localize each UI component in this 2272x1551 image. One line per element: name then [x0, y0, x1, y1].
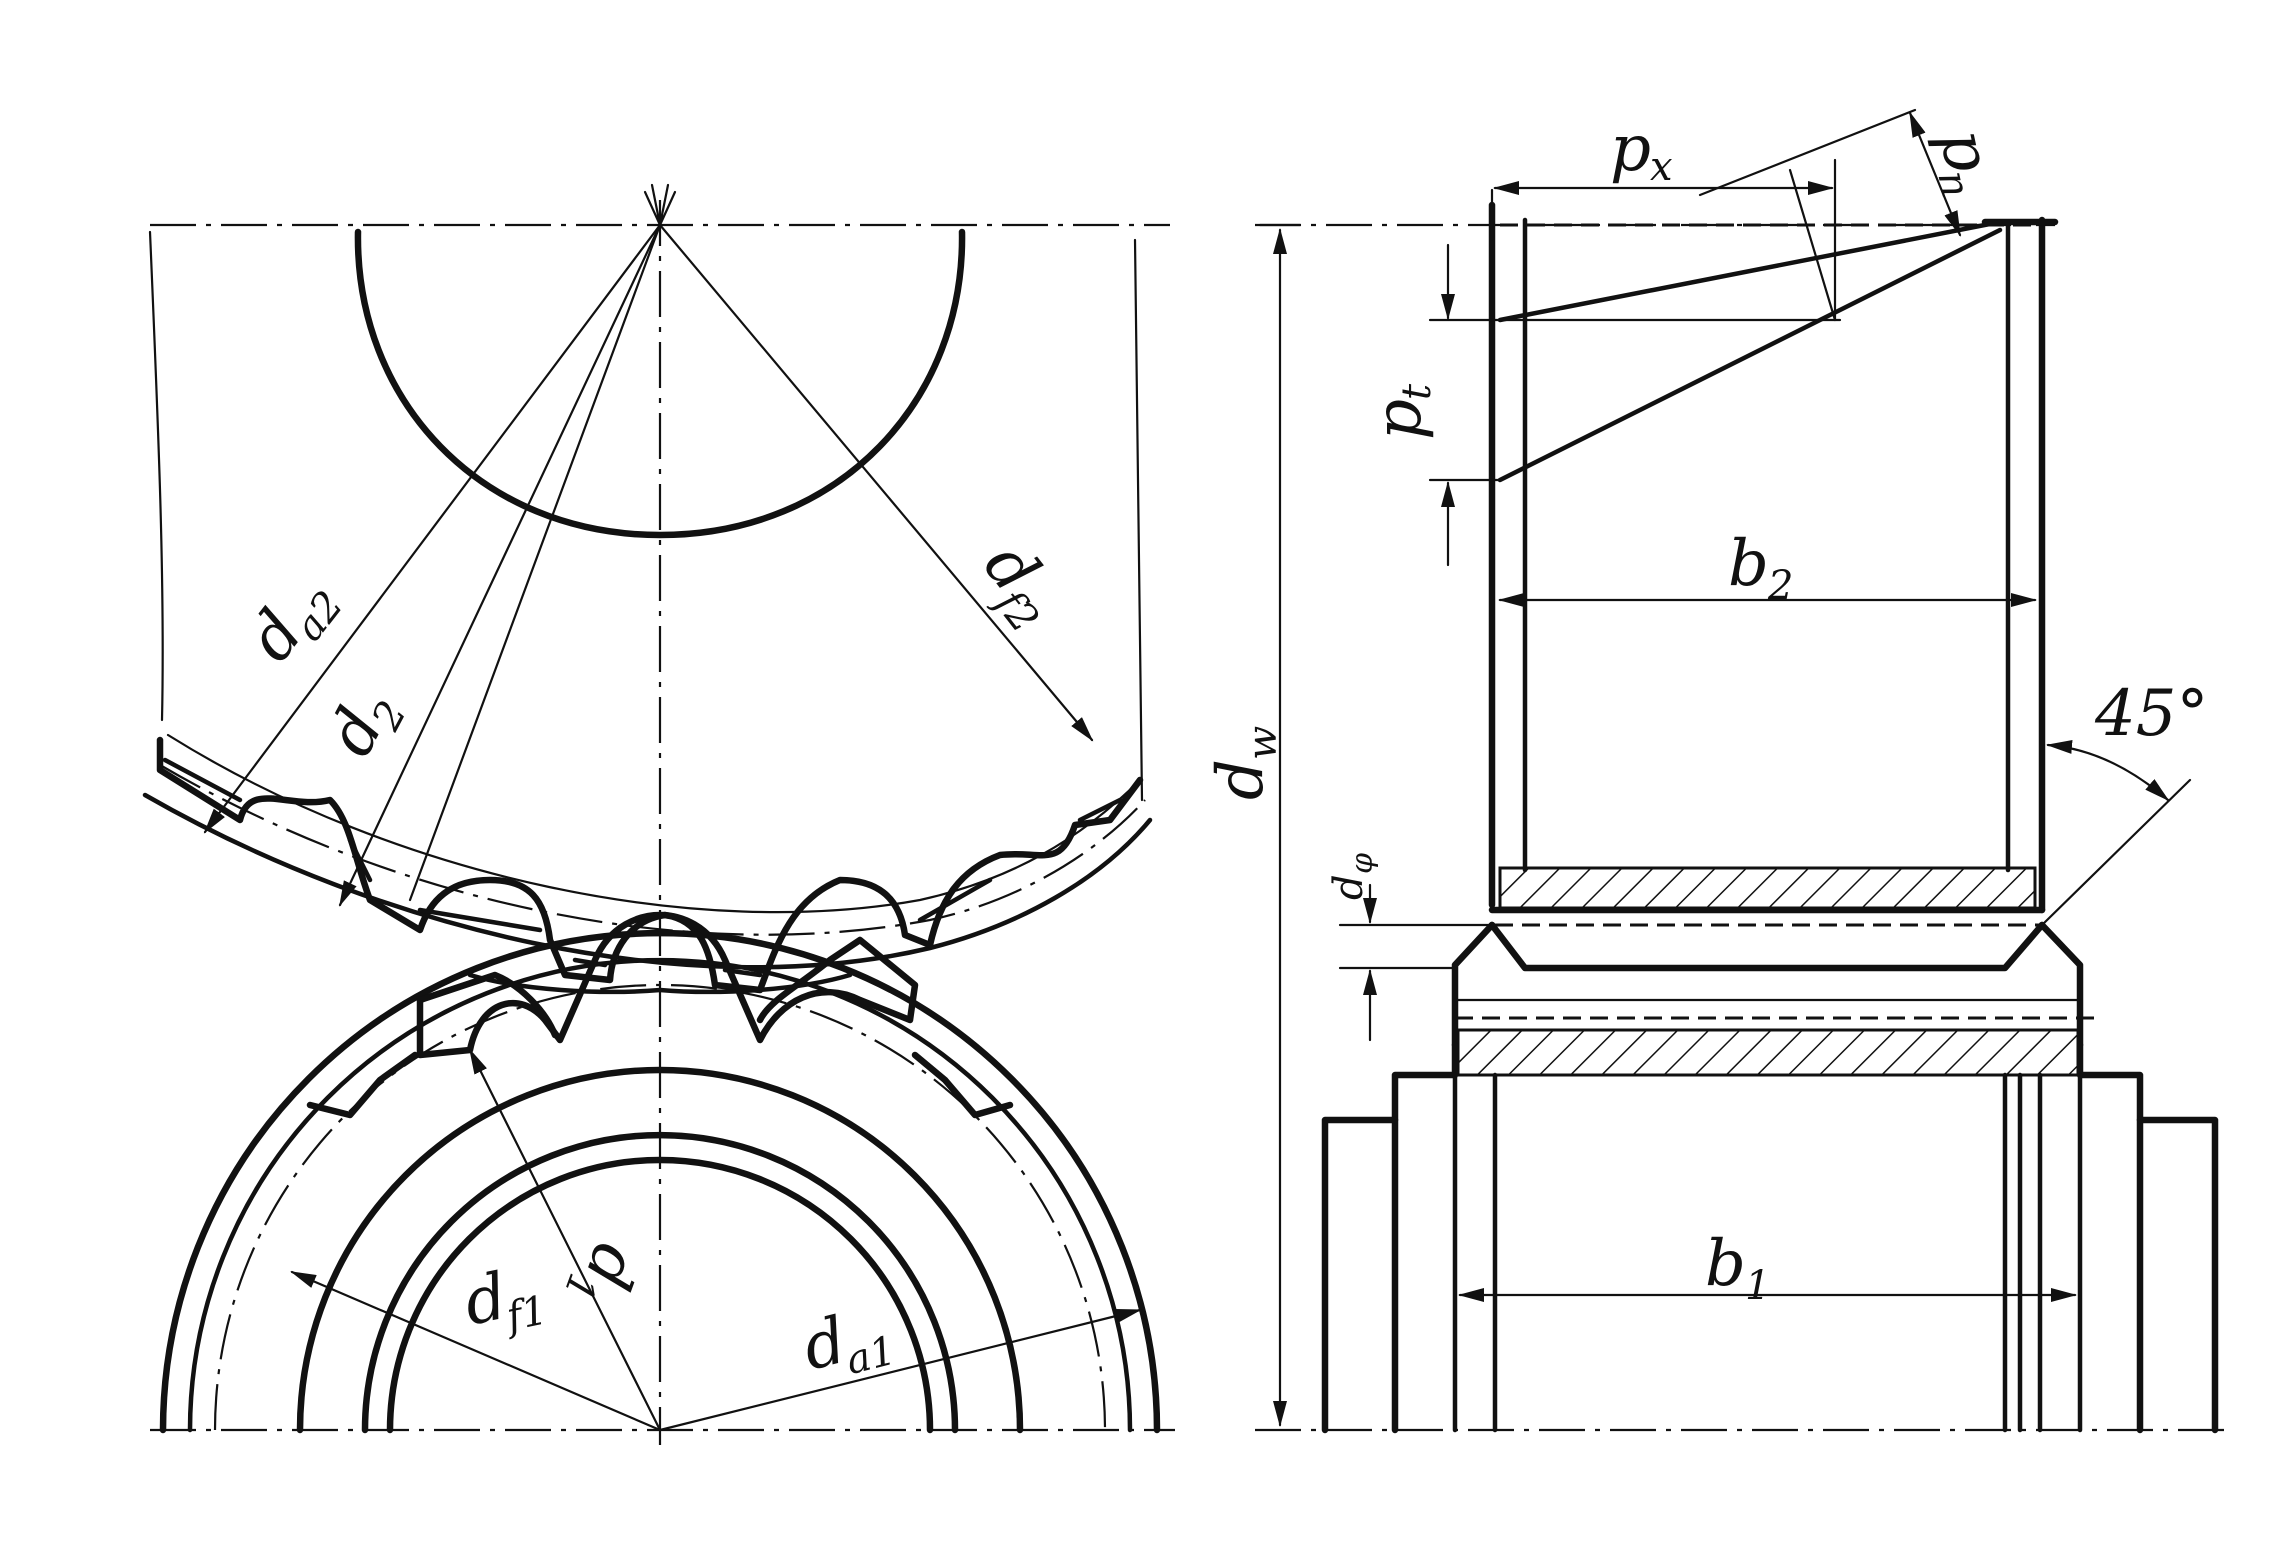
- wheel-hub-arc: [354, 228, 966, 539]
- label-angle: 45°: [2094, 677, 2208, 751]
- left-dimensions: [203, 223, 1142, 1432]
- wheel-tooth-profile: [156, 736, 1144, 994]
- side-view: [1255, 108, 2230, 1434]
- angle-leg: [2040, 778, 2192, 927]
- da2-leader: [203, 223, 662, 834]
- label-dw: d: [1204, 759, 1278, 800]
- pinion-chamfer: [1451, 921, 2084, 1049]
- pinion-shaft-steps: [1321, 1116, 2219, 1434]
- label-px: p: [1610, 112, 1651, 186]
- label-dphi: d: [1326, 874, 1372, 900]
- pinion-right-inner: [2002, 1072, 2023, 1433]
- wheel-view: [142, 183, 1170, 1445]
- helix-line-bottom: [1497, 227, 2003, 483]
- da1-leader: [658, 1308, 1142, 1432]
- pinion-tooth-profile: [416, 911, 919, 1059]
- pinion-body-lines: [1452, 1072, 2083, 1433]
- label-dw-sub: w: [1240, 726, 1286, 760]
- pinion-tip-arc: [159, 929, 1161, 1434]
- angle-arc: [2046, 739, 2170, 802]
- df1-leader: [290, 1270, 662, 1432]
- label-pt: p: [1362, 399, 1436, 440]
- d1-leader: [468, 1048, 662, 1432]
- pn-dimension: [1908, 111, 1962, 237]
- label-px-sub: x: [1650, 144, 1673, 190]
- pitch-radius-line: [408, 223, 662, 902]
- wheel-tip-arc: [142, 792, 1153, 970]
- wheel-pitch-arc: [159, 764, 1146, 936]
- side-labels: p x p n p t b 2 b 1 d w d φ 45°: [1204, 112, 2208, 1309]
- pinion-bore-arc-2: [386, 1156, 934, 1434]
- pinion-root-arc: [296, 1066, 1024, 1434]
- helix-vertical-ref: [1788, 168, 1837, 322]
- pinion-hub-outline: [1391, 1041, 2144, 1434]
- pinion-view: [150, 911, 1175, 1434]
- wheel-root-arc: [166, 733, 1142, 914]
- label-b1-sub: 1: [1745, 1263, 1770, 1309]
- pinion-side-tooth-right: [911, 1051, 1014, 1119]
- wheel-chamfer: [1488, 921, 2046, 972]
- wheel-rim-section: [1498, 866, 2037, 910]
- pinion-tooth-left: [416, 971, 559, 1039]
- label-b2-sub: 2: [1767, 563, 1793, 609]
- helix-line-top: [1497, 219, 2003, 323]
- wheel-left-edge: [148, 230, 164, 722]
- label-b2: b: [1728, 527, 1769, 601]
- top-centre-mark: [643, 183, 677, 227]
- label-dphi-sub: φ: [1345, 853, 1380, 874]
- df2-leader: [658, 223, 1094, 742]
- label-b1: b: [1705, 1227, 1746, 1301]
- wheel-right-edge: [1133, 238, 1144, 802]
- pinion-bore-arc-1: [361, 1131, 959, 1434]
- pinion-tooth-section: [1456, 1028, 2080, 1077]
- pinion-pitch-arc: [213, 983, 1107, 1431]
- mesh-line: [467, 972, 853, 995]
- pn-ext-1: [1698, 108, 1917, 197]
- pinion-ring-2: [187, 957, 1133, 1433]
- label-pt-sub: t: [1394, 383, 1440, 400]
- d2-leader: [338, 223, 662, 907]
- pinion-side-tooth-left: [306, 1051, 419, 1119]
- label-da1-sub: a1: [842, 1328, 901, 1385]
